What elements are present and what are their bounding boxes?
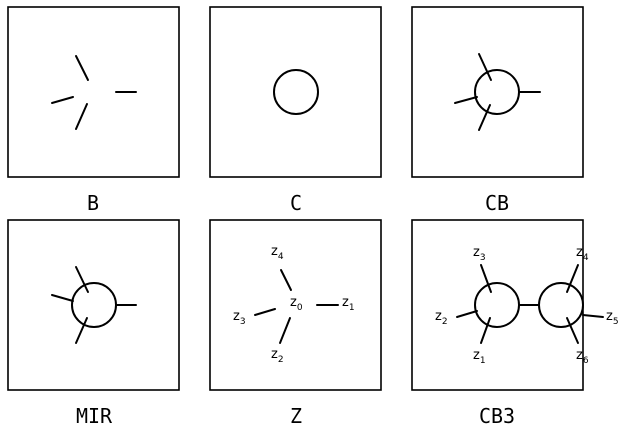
spoke-left: [254, 308, 276, 316]
spoke-top: [280, 269, 292, 291]
panel-z-label: Z: [290, 404, 302, 427]
spoke-bottom: [478, 104, 491, 131]
point-label: z4: [576, 245, 589, 263]
panel-cb-label: CB: [485, 191, 509, 215]
panel-b-label: B: [87, 191, 99, 215]
spoke-bottom-left: [480, 317, 491, 344]
panel-cb-frame: [411, 6, 584, 178]
point-label: z3: [233, 309, 246, 327]
point-label: z4: [271, 244, 284, 262]
point-label: z6: [576, 348, 589, 366]
point-label: z1: [342, 295, 355, 313]
spoke-top: [75, 55, 89, 81]
spoke-left: [456, 310, 478, 318]
point-label: z2: [435, 309, 448, 327]
circle: [71, 282, 117, 328]
panel-cb3: z3 z4 z2 z5 z1 z6 CB3: [411, 219, 619, 427]
spoke-bottom: [279, 317, 291, 344]
circle: [273, 69, 319, 115]
spoke-left: [51, 96, 74, 104]
panel-b: B: [7, 6, 180, 215]
spoke-bottom-right: [566, 317, 579, 344]
spoke-top: [75, 266, 89, 293]
panel-cb3-label: CB3: [479, 404, 515, 427]
circle: [474, 69, 520, 115]
point-label: z0: [290, 295, 303, 313]
panel-mir-label: MIR: [76, 404, 113, 427]
circle-right: [538, 282, 584, 328]
point-label: z2: [271, 347, 284, 365]
spoke-bottom: [75, 317, 88, 344]
panel-cb: CB: [411, 6, 584, 215]
panel-mir-frame: [7, 219, 180, 391]
panel-z-frame: [209, 219, 382, 391]
panel-b-frame: [7, 6, 180, 178]
point-label: z5: [606, 309, 619, 327]
point-label: z3: [473, 245, 486, 263]
spoke-left: [454, 96, 478, 104]
spoke-left: [51, 294, 74, 302]
spoke-right: [582, 314, 604, 318]
spoke-top-right: [566, 264, 579, 293]
spoke-top: [478, 53, 492, 81]
panel-c-label: C: [290, 191, 302, 215]
spoke-top-left: [480, 264, 492, 293]
panel-cb3-frame: [411, 219, 584, 391]
point-label: z1: [473, 348, 486, 366]
panel-c-frame: [209, 6, 382, 178]
panel-mir: MIR: [7, 219, 180, 427]
spoke-bottom: [75, 103, 88, 130]
circle-left: [474, 282, 520, 328]
panel-z: z4 z0 z1 z3 z2 Z: [209, 219, 382, 427]
panel-c: C: [209, 6, 382, 215]
